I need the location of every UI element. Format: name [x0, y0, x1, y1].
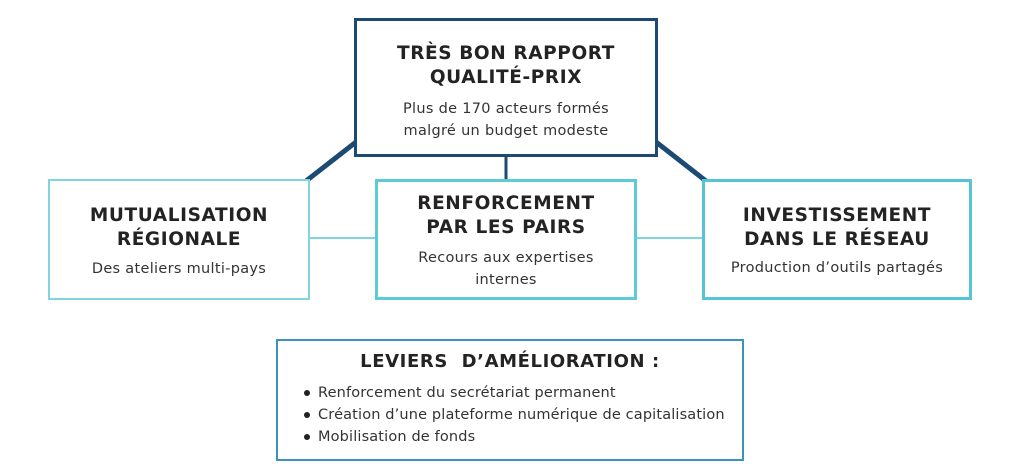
connector-top-to-right: [652, 138, 710, 185]
bullet-icon: [304, 390, 310, 396]
quality-price-title: TRÈS BON RAPPORT QUALITÉ-PRIX: [357, 42, 655, 90]
list-item: Mobilisation de fonds: [304, 426, 742, 448]
connector-top-to-left: [302, 138, 360, 185]
regional-pooling-title: MUTUALISATION RÉGIONALE: [50, 204, 308, 252]
list-item: Renforcement du secrétariat permanent: [304, 382, 742, 404]
regional-pooling-title-line1: MUTUALISATION: [89, 205, 269, 226]
quality-price-box: TRÈS BON RAPPORT QUALITÉ-PRIX Plus de 17…: [354, 18, 658, 157]
peer-strengthening-title: RENFORCEMENT PAR LES PAIRS: [378, 192, 634, 240]
quality-price-desc-line1: Plus de 170 acteurs formés: [402, 101, 609, 117]
quality-price-title-line2: QUALITÉ-PRIX: [429, 67, 583, 88]
improvement-levers-title: LEVIERS D’AMÉLIORATION :: [360, 351, 660, 372]
quality-price-title-line1: TRÈS BON RAPPORT: [396, 43, 616, 64]
peer-strengthening-box: RENFORCEMENT PAR LES PAIRS Recours aux e…: [375, 179, 637, 300]
peer-strengthening-title-line2: PAR LES PAIRS: [426, 217, 586, 238]
improvement-levers-list: Renforcement du secrétariat permanent Cr…: [278, 382, 742, 448]
bullet-icon: [304, 412, 310, 418]
regional-pooling-box: MUTUALISATION RÉGIONALE Des ateliers mul…: [48, 179, 310, 300]
list-item-text: Mobilisation de fonds: [318, 429, 476, 445]
quality-price-description: Plus de 170 acteurs formés malgré un bud…: [357, 98, 655, 142]
bullet-icon: [304, 434, 310, 440]
list-item: Création d’une plateforme numérique de c…: [304, 404, 742, 426]
regional-pooling-description: Des ateliers multi-pays: [91, 261, 267, 277]
list-item-text: Création d’une plateforme numérique de c…: [318, 407, 725, 423]
improvement-levers-box: LEVIERS D’AMÉLIORATION : Renforcement du…: [276, 339, 744, 461]
network-investment-title-line2: DANS LE RÉSEAU: [744, 229, 930, 250]
regional-pooling-title-line2: RÉGIONALE: [116, 229, 242, 250]
peer-strengthening-desc-line2: internes: [475, 272, 537, 288]
peer-strengthening-description: Recours aux expertises internes: [378, 247, 634, 291]
network-investment-description: Production d’outils partagés: [730, 260, 944, 276]
list-item-text: Renforcement du secrétariat permanent: [318, 385, 616, 401]
network-investment-box: INVESTISSEMENT DANS LE RÉSEAU Production…: [702, 179, 972, 300]
peer-strengthening-desc-line1: Recours aux expertises: [418, 250, 594, 266]
network-investment-title: INVESTISSEMENT DANS LE RÉSEAU: [705, 204, 969, 252]
network-investment-title-line1: INVESTISSEMENT: [742, 205, 932, 226]
quality-price-desc-line2: malgré un budget modeste: [403, 123, 609, 139]
peer-strengthening-title-line1: RENFORCEMENT: [417, 193, 595, 214]
